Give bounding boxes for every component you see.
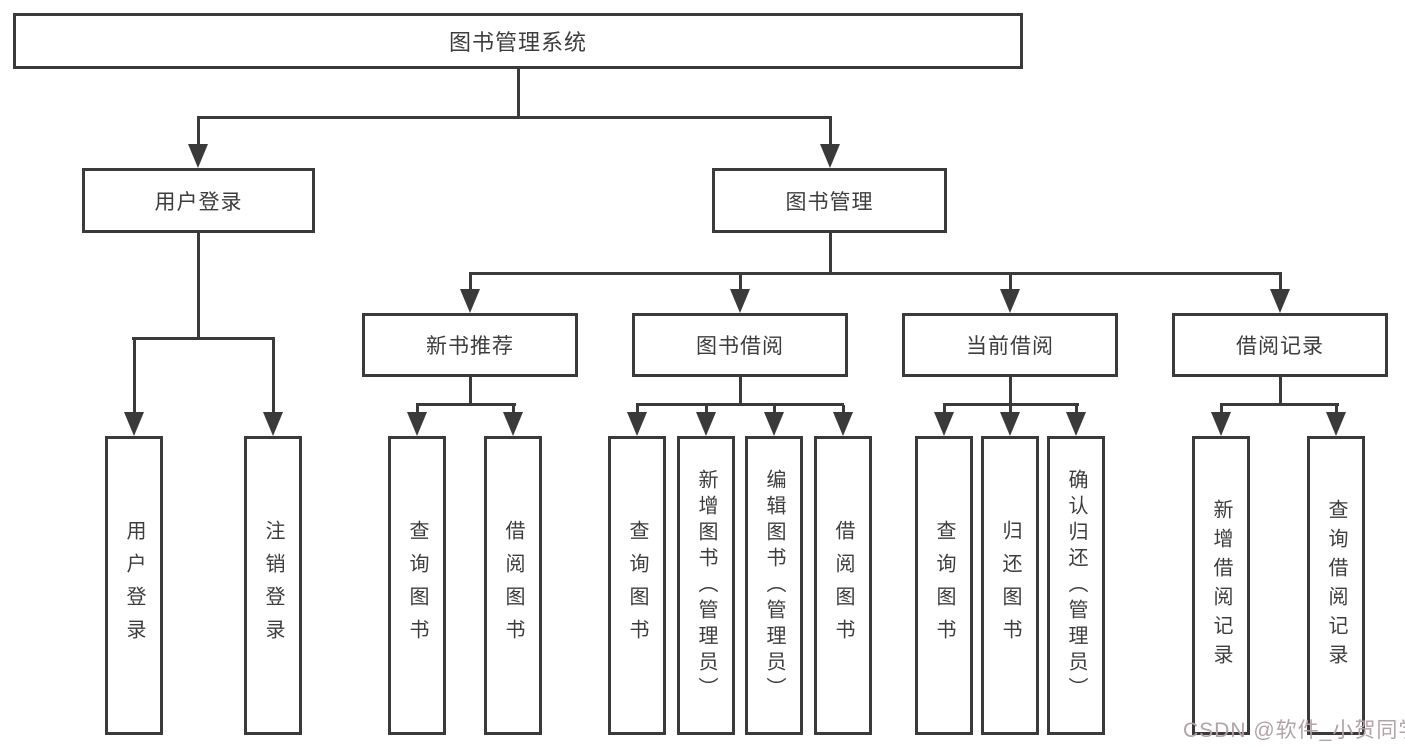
connector-login-drop: [197, 118, 200, 148]
connector-leaf-drop: [272, 339, 275, 415]
connector-leaf-drop: [512, 405, 515, 415]
node-book-management: 图书管理: [712, 168, 947, 233]
arrow-down-icon: [263, 412, 283, 436]
arrow-down-icon: [1270, 289, 1290, 313]
connector-leaf-drop: [133, 339, 136, 415]
connector-leaf-drop: [636, 405, 639, 415]
connector-mgmt-drop: [829, 118, 832, 148]
connector-leaf-bracket: [943, 403, 1079, 406]
connector-leaf-bracket: [1220, 403, 1339, 406]
connector-leaf-bracket: [636, 403, 844, 406]
arrow-down-icon: [627, 412, 647, 436]
arrow-down-icon: [124, 412, 144, 436]
arrow-down-icon: [696, 412, 716, 436]
connector-login-stem: [197, 231, 200, 340]
arrow-down-icon: [1326, 412, 1346, 436]
connector-leaf-drop: [1335, 405, 1338, 415]
leaf-query-books-recommend: 查询图书: [388, 436, 446, 735]
connector-leaf-drop: [943, 405, 946, 415]
arrow-down-icon: [730, 289, 750, 313]
arrow-down-icon: [460, 289, 480, 313]
connector-leaf-drop: [1220, 405, 1223, 415]
leaf-user-login: 用户登录: [105, 436, 163, 735]
node-user-login: 用户登录: [82, 168, 315, 233]
node-book-borrow: 图书借阅: [632, 313, 848, 377]
arrow-down-icon: [833, 412, 853, 436]
connector-l3-stem: [739, 375, 742, 406]
leaf-query-books-borrow: 查询图书: [608, 436, 666, 735]
leaf-query-borrow-record: 查询借阅记录: [1307, 436, 1365, 735]
connector-l3-stem: [469, 375, 472, 406]
connector-leaf-drop: [705, 405, 708, 415]
connector-l3-drop: [469, 274, 472, 292]
arrow-down-icon: [1211, 412, 1231, 436]
connector-l3-stem: [1009, 375, 1012, 406]
connector-leaf-drop: [1009, 405, 1012, 415]
connector-l3-drop: [1009, 274, 1012, 292]
leaf-return-books: 归还图书: [981, 436, 1039, 735]
arrow-down-icon: [934, 412, 954, 436]
arrow-down-icon: [503, 412, 523, 436]
leaf-borrow-books-recommend: 借阅图书: [484, 436, 542, 735]
connector-root-stem: [517, 69, 520, 119]
node-library-system: 图书管理系统: [13, 13, 1023, 69]
leaf-query-books-current: 查询图书: [915, 436, 973, 735]
connector-l3-drop: [739, 274, 742, 292]
leaf-borrow-books: 借阅图书: [814, 436, 872, 735]
leaf-add-borrow-record: 新增借阅记录: [1192, 436, 1250, 735]
connector-l3-drop: [1279, 274, 1282, 292]
leaf-confirm-return-admin: 确认归还（管理员）: [1047, 436, 1105, 735]
node-borrow-records: 借阅记录: [1172, 313, 1388, 377]
arrow-down-icon: [188, 144, 208, 168]
node-new-book-recommend: 新书推荐: [362, 313, 578, 377]
connector-leaf-drop: [416, 405, 419, 415]
connector-leaf-drop: [842, 405, 845, 415]
arrow-down-icon: [820, 144, 840, 168]
leaf-edit-book-admin: 编辑图书（管理员）: [745, 436, 803, 735]
arrow-down-icon: [407, 412, 427, 436]
connector-l3-stem: [1279, 375, 1282, 406]
connector-leaf-drop: [1075, 405, 1078, 415]
connector-mgmt-bracket: [469, 272, 1282, 275]
connector-leaf-bracket: [416, 403, 516, 406]
connector-root-bracket: [197, 116, 832, 119]
node-current-borrow: 当前借阅: [902, 313, 1118, 377]
connector-leaf-drop: [773, 405, 776, 415]
leaf-logout-login: 注销登录: [244, 436, 302, 735]
connector-mgmt-stem: [829, 231, 832, 275]
arrow-down-icon: [1000, 412, 1020, 436]
watermark: CSDN @软件_小贺同学: [1183, 719, 1405, 742]
connector-login-bracket: [132, 337, 275, 340]
arrow-down-icon: [1000, 289, 1020, 313]
arrow-down-icon: [764, 412, 784, 436]
arrow-down-icon: [1066, 412, 1086, 436]
leaf-add-book-admin: 新增图书（管理员）: [677, 436, 735, 735]
